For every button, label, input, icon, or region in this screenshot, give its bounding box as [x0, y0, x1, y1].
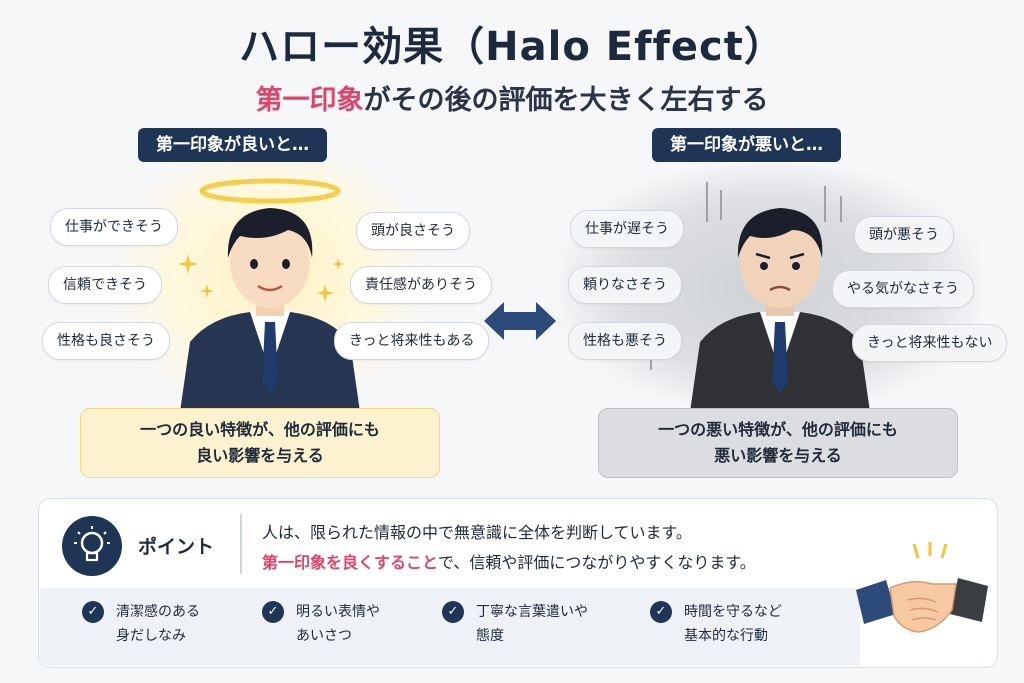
check-text-line2: 身だしなみ: [116, 628, 186, 644]
double-arrow-icon: [484, 302, 556, 340]
sparkle-icon: [200, 284, 214, 298]
good-summary-line2: 良い影響を与える: [196, 446, 324, 465]
good-bubble: 責任感がありそう: [350, 266, 492, 304]
check-item: ✓ 時間を守るなど基本的な行動: [650, 600, 782, 648]
bad-bubble: きっと将来性もない: [852, 324, 1008, 362]
good-bubble: 頭が良さそう: [356, 212, 470, 250]
point-label: ポイント: [138, 536, 215, 558]
subtitle-accent: 第一印象: [255, 85, 364, 116]
rain-line: [706, 182, 708, 222]
good-person-illustration: [180, 178, 360, 412]
point-text-line2: 第一印象を良くすることで、信頼や評価につながりやすくなります。: [262, 549, 756, 573]
bad-bubble: やる気がなさそう: [832, 270, 974, 308]
check-text-line1: 丁寧な言葉遣いや: [476, 604, 588, 620]
check-icon: ✓: [82, 601, 104, 623]
point-divider: [240, 514, 242, 574]
rain-line: [840, 196, 842, 222]
bad-bubble: 頭が悪そう: [854, 216, 954, 254]
check-text-line1: 明るい表情や: [296, 604, 380, 620]
check-icon: ✓: [650, 601, 672, 623]
good-bubble: 信頼できそう: [48, 266, 162, 304]
page-subtitle: 第一印象がその後の評価を大きく左右する: [0, 78, 1024, 117]
check-item: ✓ 明るい表情やあいさつ: [262, 600, 380, 648]
check-icon: ✓: [262, 601, 284, 623]
lightbulb-icon: [74, 526, 110, 562]
check-text-line1: 清潔感のある: [116, 604, 200, 620]
good-impression-label: 第一印象が良いと…: [138, 128, 327, 162]
point-text-rest: で、信頼や評価につながりやすくなります。: [438, 553, 756, 572]
handshake-icon: [856, 542, 988, 633]
page-title: ハロー効果（Halo Effect）: [239, 24, 785, 70]
check-item: ✓ 丁寧な言葉遣いや態度: [442, 600, 588, 648]
check-text-line2: あいさつ: [296, 628, 352, 644]
good-bubble: きっと将来性もある: [334, 322, 490, 360]
rain-line: [720, 190, 722, 220]
good-bubble: 仕事ができそう: [50, 208, 178, 246]
sparkle-icon: [178, 254, 198, 274]
bad-bubble: 性格も悪そう: [568, 322, 682, 360]
subtitle-rest: がその後の評価を大きく左右する: [363, 85, 769, 116]
good-summary-line1: 一つの良い特徴が、他の評価にも: [140, 420, 380, 439]
point-text-line1: 人は、限られた情報の中で無意識に全体を判断しています。: [262, 523, 692, 542]
good-bubble: 性格も良さそう: [42, 322, 170, 360]
bad-summary-line1: 一つの悪い特徴が、他の評価にも: [658, 420, 898, 439]
check-icon: ✓: [442, 601, 464, 623]
good-summary-box: 一つの良い特徴が、他の評価にも 良い影響を与える: [80, 408, 440, 478]
bad-impression-label: 第一印象が悪いと…: [652, 128, 841, 162]
halo-ring-icon: [199, 178, 341, 204]
bulb-badge: [62, 516, 122, 576]
bad-summary-line2: 悪い影響を与える: [714, 446, 842, 465]
bad-person-illustration: [690, 208, 870, 412]
check-text-line2: 基本的な行動: [684, 628, 768, 644]
point-text-accent: 第一印象を良くすること: [262, 553, 439, 572]
sparkle-icon: [332, 258, 344, 270]
check-text-line2: 態度: [476, 628, 504, 644]
rain-line: [824, 186, 826, 222]
sparkle-icon: [316, 284, 334, 302]
bad-summary-box: 一つの悪い特徴が、他の評価にも 悪い影響を与える: [598, 408, 958, 478]
bad-bubble: 頼りなさそう: [568, 266, 682, 304]
check-text-line1: 時間を守るなど: [684, 604, 782, 620]
bad-bubble: 仕事が遅そう: [570, 210, 684, 248]
check-item: ✓ 清潔感のある身だしなみ: [82, 600, 200, 648]
